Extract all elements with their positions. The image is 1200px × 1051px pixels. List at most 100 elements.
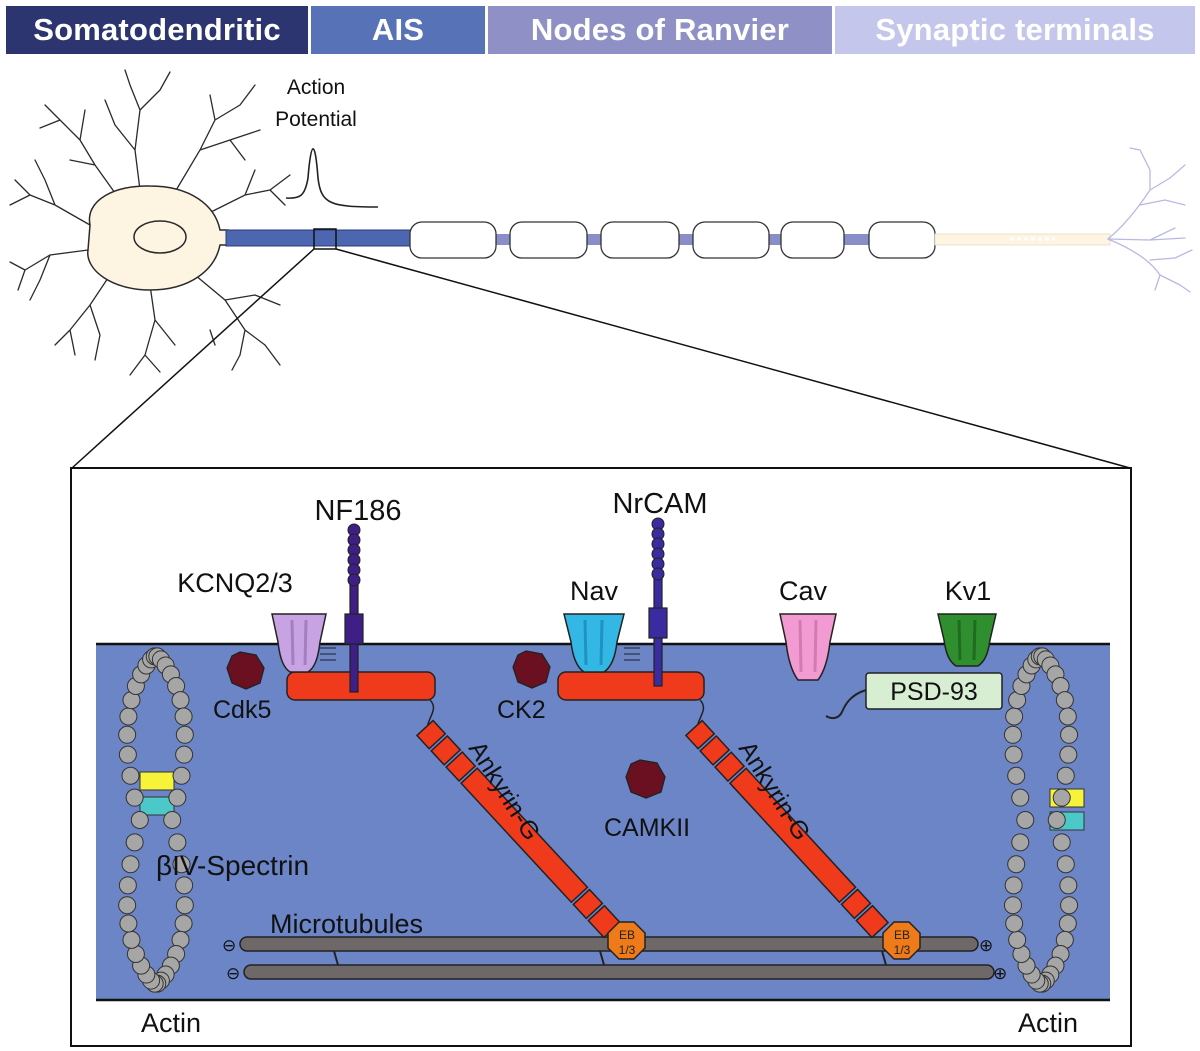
actin-bead xyxy=(1003,896,1022,915)
actin-label-left: Actin xyxy=(141,1008,201,1038)
actin-bead xyxy=(1004,745,1023,764)
svg-text:EB: EB xyxy=(619,928,635,942)
ankyrin-domain xyxy=(728,767,857,904)
svg-text:1/3: 1/3 xyxy=(619,943,636,957)
actin-bead xyxy=(1059,876,1078,895)
region-somatodendritic: Somatodendritic xyxy=(6,6,308,54)
myelin-sheath xyxy=(509,221,588,259)
microtubule-minus-end: ⊖ xyxy=(222,936,236,955)
terminal-axon xyxy=(934,233,1111,246)
actin-bead xyxy=(1058,707,1077,726)
ig-domain xyxy=(347,573,361,587)
actin-bead xyxy=(175,745,194,764)
dendrites xyxy=(9,69,291,376)
ankyrin-domain xyxy=(840,888,872,920)
ankyrin-domain xyxy=(460,767,589,904)
actin-bead xyxy=(1007,766,1026,785)
ck2-kinase xyxy=(512,650,551,689)
zoom-line-left xyxy=(71,248,315,469)
nf186 xyxy=(344,523,364,693)
svg-text:1/3: 1/3 xyxy=(894,943,911,957)
actin-bead xyxy=(1060,725,1079,744)
actin-bead xyxy=(1056,855,1075,874)
actin-bead xyxy=(1060,896,1079,915)
ankyrin-g-1 xyxy=(286,671,622,939)
actin-bead xyxy=(1052,833,1071,852)
microtubules-label: Microtubules xyxy=(270,909,423,939)
camkii-kinase xyxy=(625,759,666,799)
myelin-sheath xyxy=(600,221,680,259)
actin-bead xyxy=(174,707,193,726)
actin-bead xyxy=(172,855,191,874)
spectrin-end-cap xyxy=(139,771,175,791)
actin-bead xyxy=(1058,914,1077,933)
spectrin-label: βIV-Spectrin xyxy=(156,850,309,881)
actin-bead xyxy=(1052,788,1071,807)
nav-label: Nav xyxy=(570,576,619,606)
ck2-label: CK2 xyxy=(497,696,546,724)
kv1-label: Kv1 xyxy=(945,576,992,606)
svg-text:EB: EB xyxy=(894,928,910,942)
actin-bead xyxy=(1011,833,1030,852)
actin-bead xyxy=(119,914,138,933)
region-nodes-of-ranvier: Nodes of Ranvier xyxy=(488,6,832,54)
kcnq2-3-label: KCNQ2/3 xyxy=(177,568,293,598)
actin-bead xyxy=(168,788,187,807)
actin-label-right: Actin xyxy=(1018,1008,1078,1038)
ankyrin-domain xyxy=(684,719,716,750)
actin-bead xyxy=(172,766,191,785)
ankyrin-domain xyxy=(415,719,447,750)
actin-bead xyxy=(1004,876,1023,895)
ankyrin-domain xyxy=(713,751,746,783)
action-potential-label-line2: Potential xyxy=(275,108,357,131)
myelin-sheath xyxy=(692,221,770,259)
actin-bead xyxy=(1059,745,1078,764)
ankyrin-domain xyxy=(430,734,462,766)
actin-bead xyxy=(175,725,194,744)
synaptic-terminal-arbor xyxy=(1107,147,1193,293)
zoom-box xyxy=(313,228,337,250)
actin-bead xyxy=(168,833,187,852)
action-potential-label-line1: Action xyxy=(287,76,345,99)
actin-bead xyxy=(1056,766,1075,785)
actin-bead xyxy=(175,896,194,915)
microtubule-plus-end: ⊕ xyxy=(979,936,993,955)
node-of-ranvier xyxy=(495,234,511,245)
myelin-sheath xyxy=(868,221,936,259)
psd-93: PSD-93 xyxy=(825,672,1003,720)
zoom-line-right xyxy=(335,248,1131,469)
actin-bead xyxy=(119,707,138,726)
actin-bead xyxy=(1011,788,1030,807)
actin-bead xyxy=(130,811,149,829)
svg-text:PSD-93: PSD-93 xyxy=(890,678,978,706)
node-of-ranvier xyxy=(843,234,869,245)
actin-bead xyxy=(174,914,193,933)
region-ais: AIS xyxy=(311,6,485,54)
actin-bead xyxy=(118,876,137,895)
node-of-ranvier xyxy=(768,234,784,245)
actin-bead xyxy=(1047,811,1066,829)
node-of-ranvier xyxy=(678,234,694,245)
nrcam xyxy=(648,517,668,687)
nucleus xyxy=(133,220,187,254)
cav-channel xyxy=(779,613,837,681)
microtubule-minus-end: ⊖ xyxy=(226,964,240,983)
myelin-sheath xyxy=(409,221,497,259)
actin-bead xyxy=(1005,707,1024,726)
nrcam-label: NrCAM xyxy=(612,488,707,520)
axon-initial-segment xyxy=(225,229,411,247)
nf186-label: NF186 xyxy=(314,495,401,527)
actin-rings xyxy=(118,647,1079,993)
actin-bead xyxy=(125,833,144,852)
actin-bead xyxy=(1003,725,1022,744)
ankyrin-g-2 xyxy=(557,671,890,939)
actin-bead xyxy=(121,855,140,874)
cdk5-label: Cdk5 xyxy=(213,696,271,724)
kcnq2-3-channel xyxy=(271,613,336,673)
actin-bead xyxy=(118,725,137,744)
actin-bead xyxy=(175,876,194,895)
ankyrin-domain xyxy=(855,904,890,939)
eb1-3-right: EB 1/3 xyxy=(882,921,921,960)
